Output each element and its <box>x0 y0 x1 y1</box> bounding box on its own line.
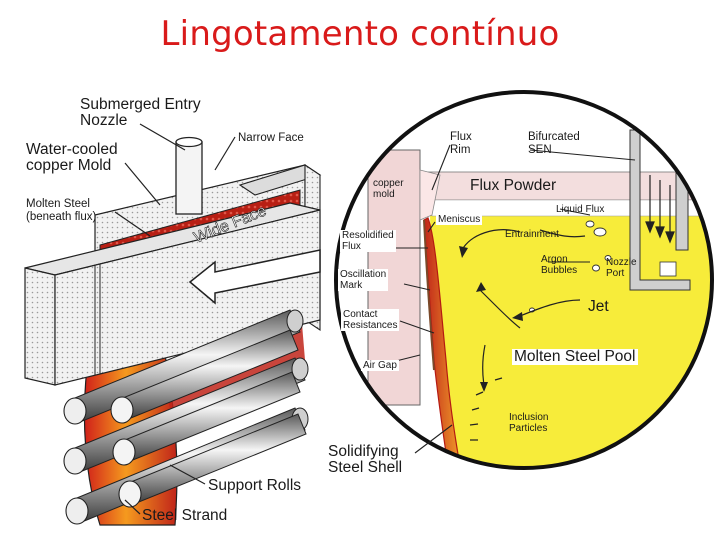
mold-assembly <box>24 123 322 526</box>
flow-arrows <box>461 229 586 386</box>
detail-magnifier <box>334 90 714 470</box>
label-molten-steel: Molten Steel(beneath flux) <box>26 198 97 223</box>
label-support-rolls: Support Rolls <box>208 477 302 494</box>
zoom-arrow <box>188 249 321 305</box>
support-rolls <box>63 309 309 525</box>
left-leader-lines <box>114 123 236 515</box>
label-narrow-face: Narrow Face <box>238 132 304 144</box>
solidifying-shell <box>423 217 463 468</box>
mold-front-wide-face <box>54 209 321 386</box>
label-air-gap: Air Gap <box>361 360 399 371</box>
right-leader-lines <box>387 144 636 454</box>
sen-nozzle <box>175 141 203 215</box>
mold-front-left-end <box>24 267 56 386</box>
magnifier-ring <box>334 90 714 470</box>
page-title: Lingotamento contínuo <box>160 14 560 54</box>
label-entrainment: Entrainment <box>505 229 559 240</box>
label-flux-powder: Flux Powder <box>470 177 557 194</box>
label-steel-strand: Steel Strand <box>142 507 228 524</box>
label-jet: Jet <box>588 298 609 315</box>
label-meniscus: Meniscus <box>436 214 483 225</box>
label-liquid-flux: Liquid Flux <box>556 204 605 215</box>
inclusion-marks <box>469 377 503 441</box>
label-molten-steel-pool: Molten Steel Pool <box>512 348 638 365</box>
